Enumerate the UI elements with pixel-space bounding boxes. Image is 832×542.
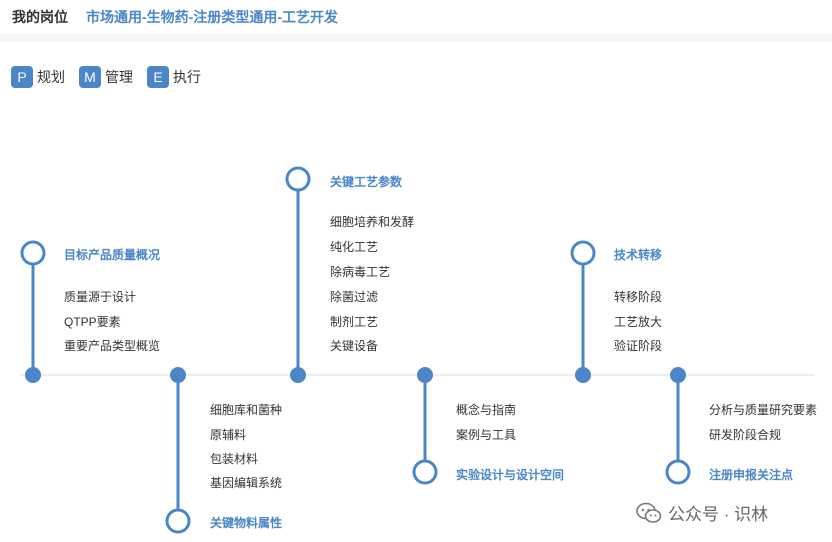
node-2-item-2[interactable]: 原辅料 [210, 428, 247, 442]
node-ring-2[interactable] [165, 508, 191, 534]
node-dot-2 [170, 367, 186, 383]
node-title-3[interactable]: 关键工艺参数 [330, 175, 403, 189]
legend-badge-m: M [79, 66, 101, 88]
node-3-item-2[interactable]: 纯化工艺 [330, 240, 379, 254]
legend: P 规划 M 管理 E 执行 [11, 66, 215, 88]
position-label: 我的岗位 [12, 9, 68, 25]
legend-text-plan: 规划 [37, 69, 65, 85]
node-3-item-4[interactable]: 除菌过滤 [330, 290, 379, 304]
node-5-item-1[interactable]: 转移阶段 [614, 290, 663, 304]
node-title-5[interactable]: 技术转移 [614, 248, 663, 262]
node-dot-1 [25, 367, 41, 383]
node-dot-5 [575, 367, 591, 383]
node-4-item-2[interactable]: 案例与工具 [456, 428, 517, 442]
node-3-item-5[interactable]: 制剂工艺 [330, 315, 379, 329]
watermark: 公众号 · 识林 [636, 500, 768, 525]
header-bar: 我的岗位 市场通用-生物药-注册类型通用-工艺开发 [0, 0, 832, 42]
legend-text-execute: 执行 [173, 69, 201, 85]
node-5-item-2[interactable]: 工艺放大 [614, 315, 663, 329]
node-4-item-1[interactable]: 概念与指南 [456, 403, 517, 417]
node-3-item-1[interactable]: 细胞培养和发酵 [330, 215, 415, 229]
node-3-item-6[interactable]: 关键设备 [330, 339, 379, 353]
node-title-4[interactable]: 实验设计与设计空间 [456, 468, 565, 482]
node-6-item-2[interactable]: 研发阶段合规 [709, 428, 782, 442]
node-title-1[interactable]: 目标产品质量概况 [64, 248, 161, 262]
node-ring-1[interactable] [20, 240, 46, 266]
node-2-item-3[interactable]: 包装材料 [210, 452, 259, 466]
node-1-item-1[interactable]: 质量源于设计 [64, 290, 137, 304]
legend-item-execute[interactable]: E 执行 [147, 66, 201, 88]
node-ring-4[interactable] [412, 459, 438, 485]
position-path[interactable]: 市场通用-生物药-注册类型通用-工艺开发 [86, 9, 338, 25]
node-6-item-1[interactable]: 分析与质量研究要素 [709, 403, 818, 417]
node-dot-3 [290, 367, 306, 383]
watermark-text: 公众号 · 识林 [668, 505, 769, 524]
node-dot-6 [670, 367, 686, 383]
node-2-item-4[interactable]: 基因编辑系统 [210, 476, 283, 490]
legend-badge-p: P [11, 66, 33, 88]
node-3-item-3[interactable]: 除病毒工艺 [330, 265, 391, 279]
node-1-item-3[interactable]: 重要产品类型概览 [64, 339, 161, 353]
node-5-item-3[interactable]: 验证阶段 [614, 339, 663, 353]
node-dot-4 [417, 367, 433, 383]
node-ring-5[interactable] [570, 240, 596, 266]
node-title-6[interactable]: 注册申报关注点 [709, 468, 794, 482]
legend-item-plan[interactable]: P 规划 [11, 66, 65, 88]
node-1-item-2[interactable]: QTPP要素 [64, 315, 121, 329]
legend-text-manage: 管理 [105, 69, 133, 85]
node-2-item-1[interactable]: 细胞库和菌种 [210, 403, 283, 417]
node-title-2[interactable]: 关键物料属性 [210, 516, 283, 530]
node-ring-6[interactable] [665, 459, 691, 485]
wechat-icon [636, 502, 662, 523]
legend-badge-e: E [147, 66, 169, 88]
legend-item-manage[interactable]: M 管理 [79, 66, 133, 88]
node-ring-3[interactable] [285, 166, 311, 192]
